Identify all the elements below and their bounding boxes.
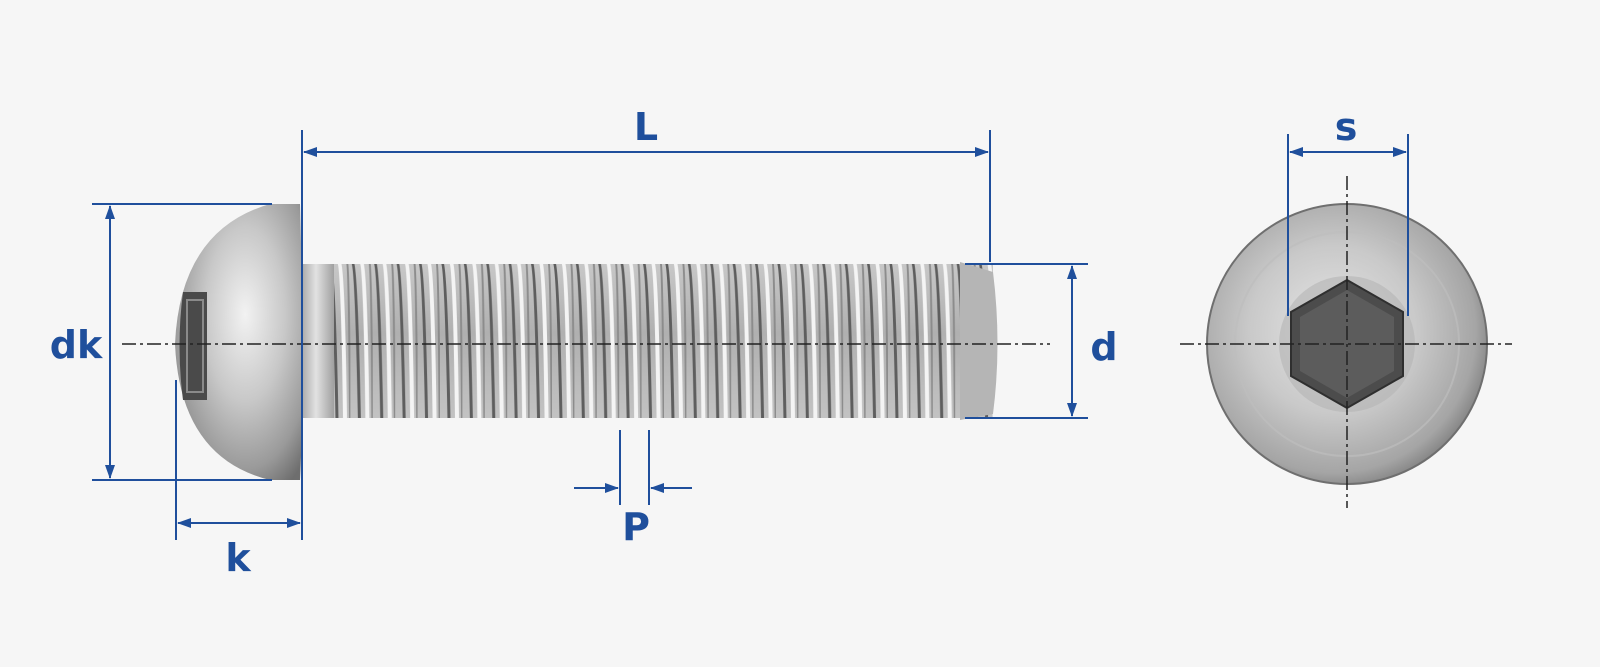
side-view-screw-icon xyxy=(122,204,1050,480)
threaded-shank xyxy=(328,264,993,418)
shank-tip xyxy=(960,262,998,420)
dimension-lines xyxy=(92,130,1409,540)
pitch-label: P xyxy=(622,505,650,549)
thread-diameter-label: d xyxy=(1090,325,1117,369)
head-diameter-label: dk xyxy=(50,323,103,367)
button-head xyxy=(175,204,303,480)
front-view-head-icon xyxy=(1180,176,1512,508)
socket-size-label: s xyxy=(1335,105,1358,149)
length-label: L xyxy=(634,105,658,149)
side-socket-edge xyxy=(186,299,204,393)
screw-neck xyxy=(298,264,334,418)
head-height-label: k xyxy=(225,536,251,580)
